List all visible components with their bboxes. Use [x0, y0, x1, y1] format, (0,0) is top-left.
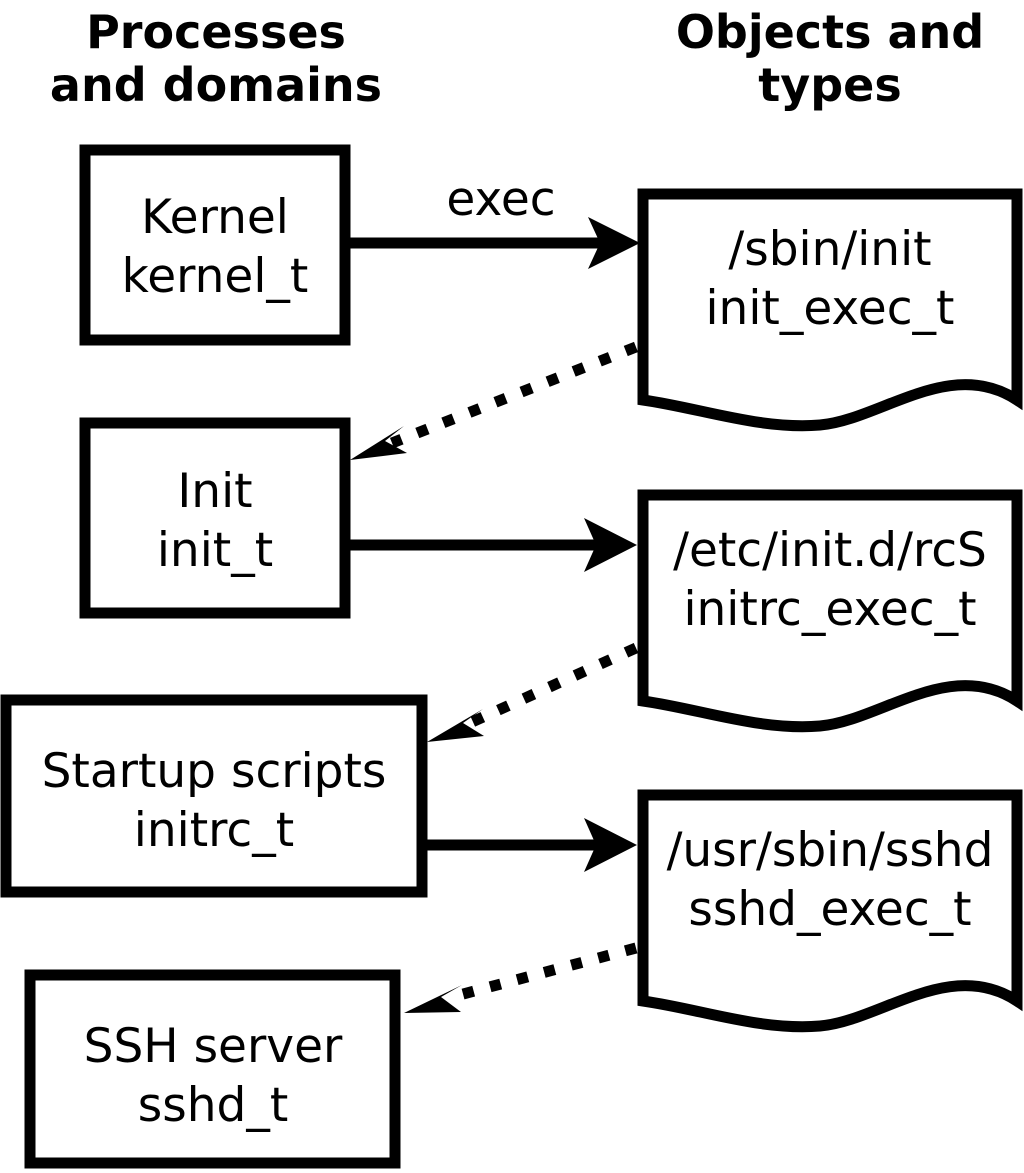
process-node-startup-scripts[interactable]: Startup scripts initrc_t [0, 694, 428, 898]
node-box[interactable] [79, 417, 351, 619]
left-header-line2: and domains [50, 58, 382, 112]
arrowhead [350, 426, 407, 460]
edge-initrc-exec-sshd-exec [427, 818, 637, 872]
right-header-line1: Objects and [676, 5, 984, 59]
node-document-shape[interactable] [637, 188, 1023, 432]
process-node-kernel[interactable]: Kernel kernel_t [79, 144, 351, 346]
object-node-sshd-exec[interactable]: /usr/sbin/sshd sshd_exec_t [637, 789, 1023, 1033]
edge-sshd-exec-to-sshd [404, 942, 638, 1013]
left-header-line1: Processes [86, 5, 346, 59]
node-box[interactable] [0, 694, 428, 898]
node-label-line2: initrc_t [134, 803, 294, 858]
node-box[interactable] [24, 969, 401, 1169]
node-label-line1: /sbin/init [728, 222, 931, 277]
node-label-line1: SSH server [84, 1019, 343, 1074]
right-header-line2: types [758, 58, 901, 112]
node-label-line2: sshd_t [138, 1078, 289, 1133]
edge-initrc-exec-to-initrc [427, 642, 639, 742]
arrowhead [588, 217, 640, 269]
edge-kernel-exec-init-exec: exec [350, 172, 640, 269]
node-label-line1: /usr/sbin/sshd [667, 823, 994, 878]
process-node-init[interactable]: Init init_t [79, 417, 351, 619]
edge-init-exec-initrc-exec [350, 518, 637, 572]
arrowhead [427, 709, 484, 742]
arrowhead [404, 985, 462, 1013]
node-label-line2: kernel_t [122, 249, 309, 304]
node-label-line2: init_exec_t [706, 281, 955, 336]
arrowhead [584, 818, 637, 872]
node-label-line1: Startup scripts [42, 744, 387, 799]
node-label-line1: /etc/init.d/rcS [673, 523, 987, 578]
node-box[interactable] [79, 144, 351, 346]
arrowhead [584, 518, 637, 572]
node-document-shape[interactable] [637, 789, 1023, 1033]
object-node-initrc-exec[interactable]: /etc/init.d/rcS initrc_exec_t [637, 489, 1023, 733]
column-header-right: Objects and types [676, 5, 984, 112]
column-header-left: Processes and domains [50, 5, 382, 112]
node-label-line2: init_t [157, 523, 273, 578]
process-node-ssh-server[interactable]: SSH server sshd_t [24, 969, 401, 1169]
node-label-line2: sshd_exec_t [688, 882, 971, 937]
node-label-line1: Init [177, 464, 252, 519]
edge-line [450, 942, 638, 1003]
edge-line [469, 642, 639, 728]
node-label-line1: Kernel [141, 190, 289, 245]
object-node-init-exec[interactable]: /sbin/init init_exec_t [637, 188, 1023, 432]
node-label-line2: initrc_exec_t [683, 582, 976, 637]
edge-line [389, 341, 639, 449]
edge-init-exec-to-init [350, 341, 639, 460]
node-document-shape[interactable] [637, 489, 1023, 733]
edge-label-exec: exec [446, 172, 555, 227]
